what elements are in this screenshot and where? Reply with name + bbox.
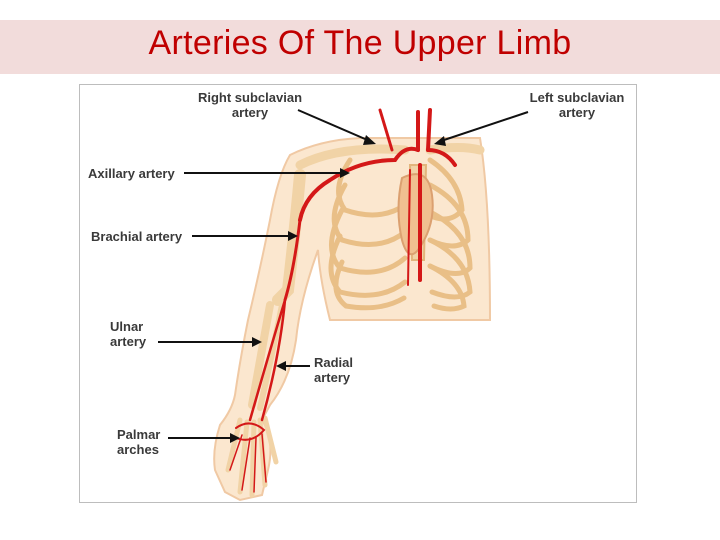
arrow-left-subclavian	[437, 111, 529, 143]
rib-cage	[328, 157, 473, 312]
label-axillary-artery: Axillary artery	[88, 166, 175, 181]
title-band	[0, 20, 720, 74]
arteries	[229, 108, 457, 493]
hand-bones	[225, 415, 279, 498]
arrow-right-subclavian	[297, 109, 373, 143]
page-title: Arteries Of The Upper Limb	[148, 24, 572, 62]
ulna-bone	[248, 301, 274, 409]
label-palmar-arches: Palmar arches	[117, 427, 161, 457]
label-right-subclavian-artery: Right subclavian artery	[197, 90, 303, 120]
label-ulnar-artery: Ulnar artery	[110, 319, 147, 349]
arrow-heads	[230, 135, 446, 443]
pointer-arrows	[158, 109, 529, 439]
label-brachial-artery: Brachial artery	[91, 229, 183, 244]
label-radial-artery: Radial artery	[314, 355, 354, 385]
label-left-subclavian-artery: Left subclavian artery	[529, 90, 625, 120]
